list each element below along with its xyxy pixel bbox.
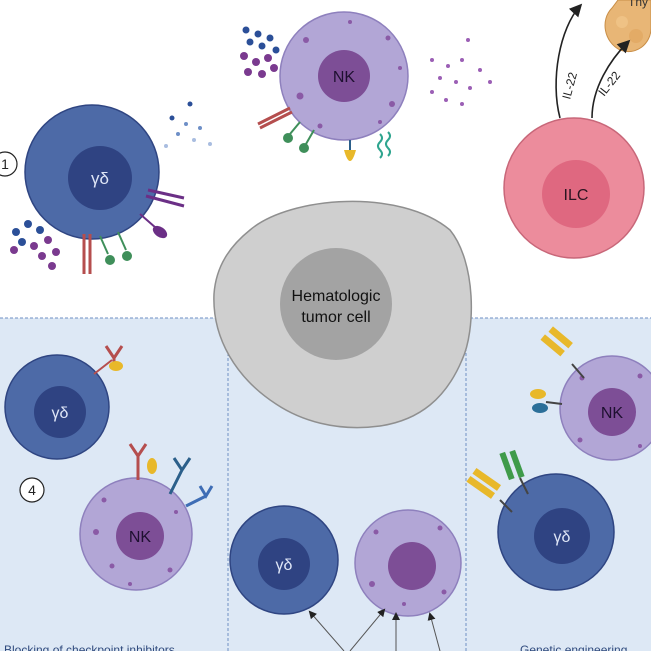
il22-label-1: IL-22 — [559, 70, 580, 100]
gd-cell-center: γδ — [229, 505, 339, 615]
gd-left-label: γδ — [52, 405, 69, 422]
step-4-marker: 4 — [19, 477, 45, 503]
caption-checkpoint-blocking: Blocking of checkpoint inhibitors — [4, 643, 175, 651]
step-4-label: 4 — [28, 482, 36, 498]
nk-left-label: NK — [129, 529, 152, 546]
gd-top-label: γδ — [91, 169, 109, 188]
tumor-cell: Hematologic tumor cell — [213, 200, 473, 429]
gd-top-receptors — [82, 188, 185, 274]
thymus-organ: Thy — [604, 0, 651, 52]
nk-cell-center — [354, 509, 462, 617]
thymus-label: Thy — [628, 0, 648, 9]
il22-arrow-1 — [555, 3, 583, 119]
gd-center-label: γδ — [276, 557, 293, 574]
gd-cell-right: γδ — [466, 449, 615, 591]
nk-top-label: NK — [333, 69, 356, 86]
center-arrows — [308, 608, 441, 651]
ilc-label: ILC — [564, 187, 589, 204]
nk-top-cytokines-left — [240, 26, 280, 78]
nk-cell-top: NK — [240, 11, 492, 161]
tumor-label-line2: tumor cell — [301, 309, 370, 326]
nk-top-cytokines-right — [430, 38, 492, 106]
gd-right-label: γδ — [554, 529, 571, 546]
car-receptor-gd — [466, 449, 529, 513]
step-1-marker: 1 — [0, 151, 18, 177]
gd-cell-left: γδ — [4, 345, 124, 460]
car-receptor-nk — [540, 326, 585, 379]
tumor-label-line1: Hematologic — [292, 288, 381, 305]
nk-top-receptors — [257, 106, 391, 161]
gd-cell-top: γδ — [10, 101, 212, 274]
caption-genetic-engineering: Genetic engineering — [520, 643, 627, 651]
nk-cell-right: NK — [530, 326, 651, 461]
step-1-label: 1 — [1, 156, 9, 172]
nk-right-label: NK — [601, 405, 624, 422]
il22-label-2: IL-22 — [595, 68, 623, 98]
gd-top-cytokines — [10, 101, 212, 270]
il22-arrow-2 — [591, 39, 631, 119]
ilc-cell: ILC — [503, 117, 645, 259]
nk-cell-left: NK — [79, 443, 214, 591]
